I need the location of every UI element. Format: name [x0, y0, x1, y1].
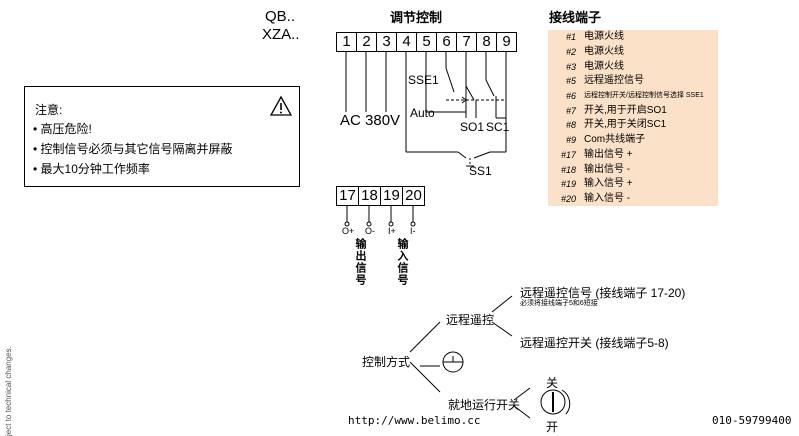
o-plus-label: O+ [342, 226, 355, 236]
input-signal-label: 输入信号 [396, 238, 408, 286]
terminal-5: 5 [417, 33, 437, 51]
close-label: 关 [546, 376, 559, 390]
wiring-title: 接线端子 [549, 10, 602, 25]
warning-heading: 注意: [35, 103, 63, 117]
model-xza: XZA.. [262, 26, 300, 43]
footer-url: http://www.belimo.cc [348, 414, 481, 427]
model-qb: QB.. [265, 8, 296, 25]
terminal-2: 2 [357, 33, 377, 51]
ss1-label: SS1 [469, 164, 492, 178]
warning-box: 注意: 高压危险! 控制信号必须与其它信号隔离并屏蔽 最大10分钟工作频率 [24, 86, 300, 187]
ac-label: AC 380V [340, 112, 401, 129]
terminal-18: 18 [359, 187, 381, 205]
terminal-1: 1 [337, 33, 357, 51]
remote-control-label: 远程遥控 [446, 313, 495, 327]
output-signal-label: 输出信号 [354, 238, 366, 286]
local-switch-label: 就地运行开关 [448, 398, 521, 412]
control-mode-label: 控制方式 [362, 355, 411, 369]
terminal-strip-top: 1 2 3 4 5 6 7 8 9 [336, 32, 517, 52]
warning-item: 高压危险! [33, 119, 233, 139]
terminal-8: 8 [477, 33, 497, 51]
terminal-6: 6 [437, 33, 457, 51]
i-plus-label: I+ [388, 226, 396, 236]
warning-item: 最大10分钟工作频率 [33, 159, 233, 179]
sse1-label: SSE1 [408, 73, 439, 87]
remote-switch-label: 远程遥控开关 (接线端子5-8) [520, 336, 669, 350]
warning-item: 控制信号必须与其它信号隔离并屏蔽 [33, 139, 233, 159]
side-note: ject to technical changes. [4, 346, 13, 436]
terminal-7: 7 [457, 33, 477, 51]
terminal-9: 9 [502, 33, 511, 50]
terminal-strip-bottom: 17 18 19 20 [336, 186, 425, 206]
warning-list: 高压危险! 控制信号必须与其它信号隔离并屏蔽 最大10分钟工作频率 [33, 119, 233, 179]
control-title: 调节控制 [390, 10, 443, 25]
sc1-label: SC1 [486, 120, 510, 134]
o-minus-label: O- [365, 226, 375, 236]
footer-phone: 010-59799400 [712, 414, 792, 427]
terminal-20: 20 [405, 187, 422, 204]
i-minus-label: I- [410, 226, 416, 236]
terminal-3: 3 [377, 33, 397, 51]
warning-triangle-icon [269, 95, 293, 116]
so1-label: SO1 [460, 120, 485, 134]
terminal-17: 17 [337, 187, 359, 205]
auto-label: Auto [410, 106, 435, 120]
terminal-4: 4 [397, 33, 417, 51]
open-label: 开 [546, 420, 559, 434]
terminal-19: 19 [381, 187, 403, 205]
remote-signal-note: 必须将接线端子5和6短接 [520, 300, 598, 307]
remote-signal-label: 远程遥控信号 (接线端子 17-20) [520, 286, 686, 300]
